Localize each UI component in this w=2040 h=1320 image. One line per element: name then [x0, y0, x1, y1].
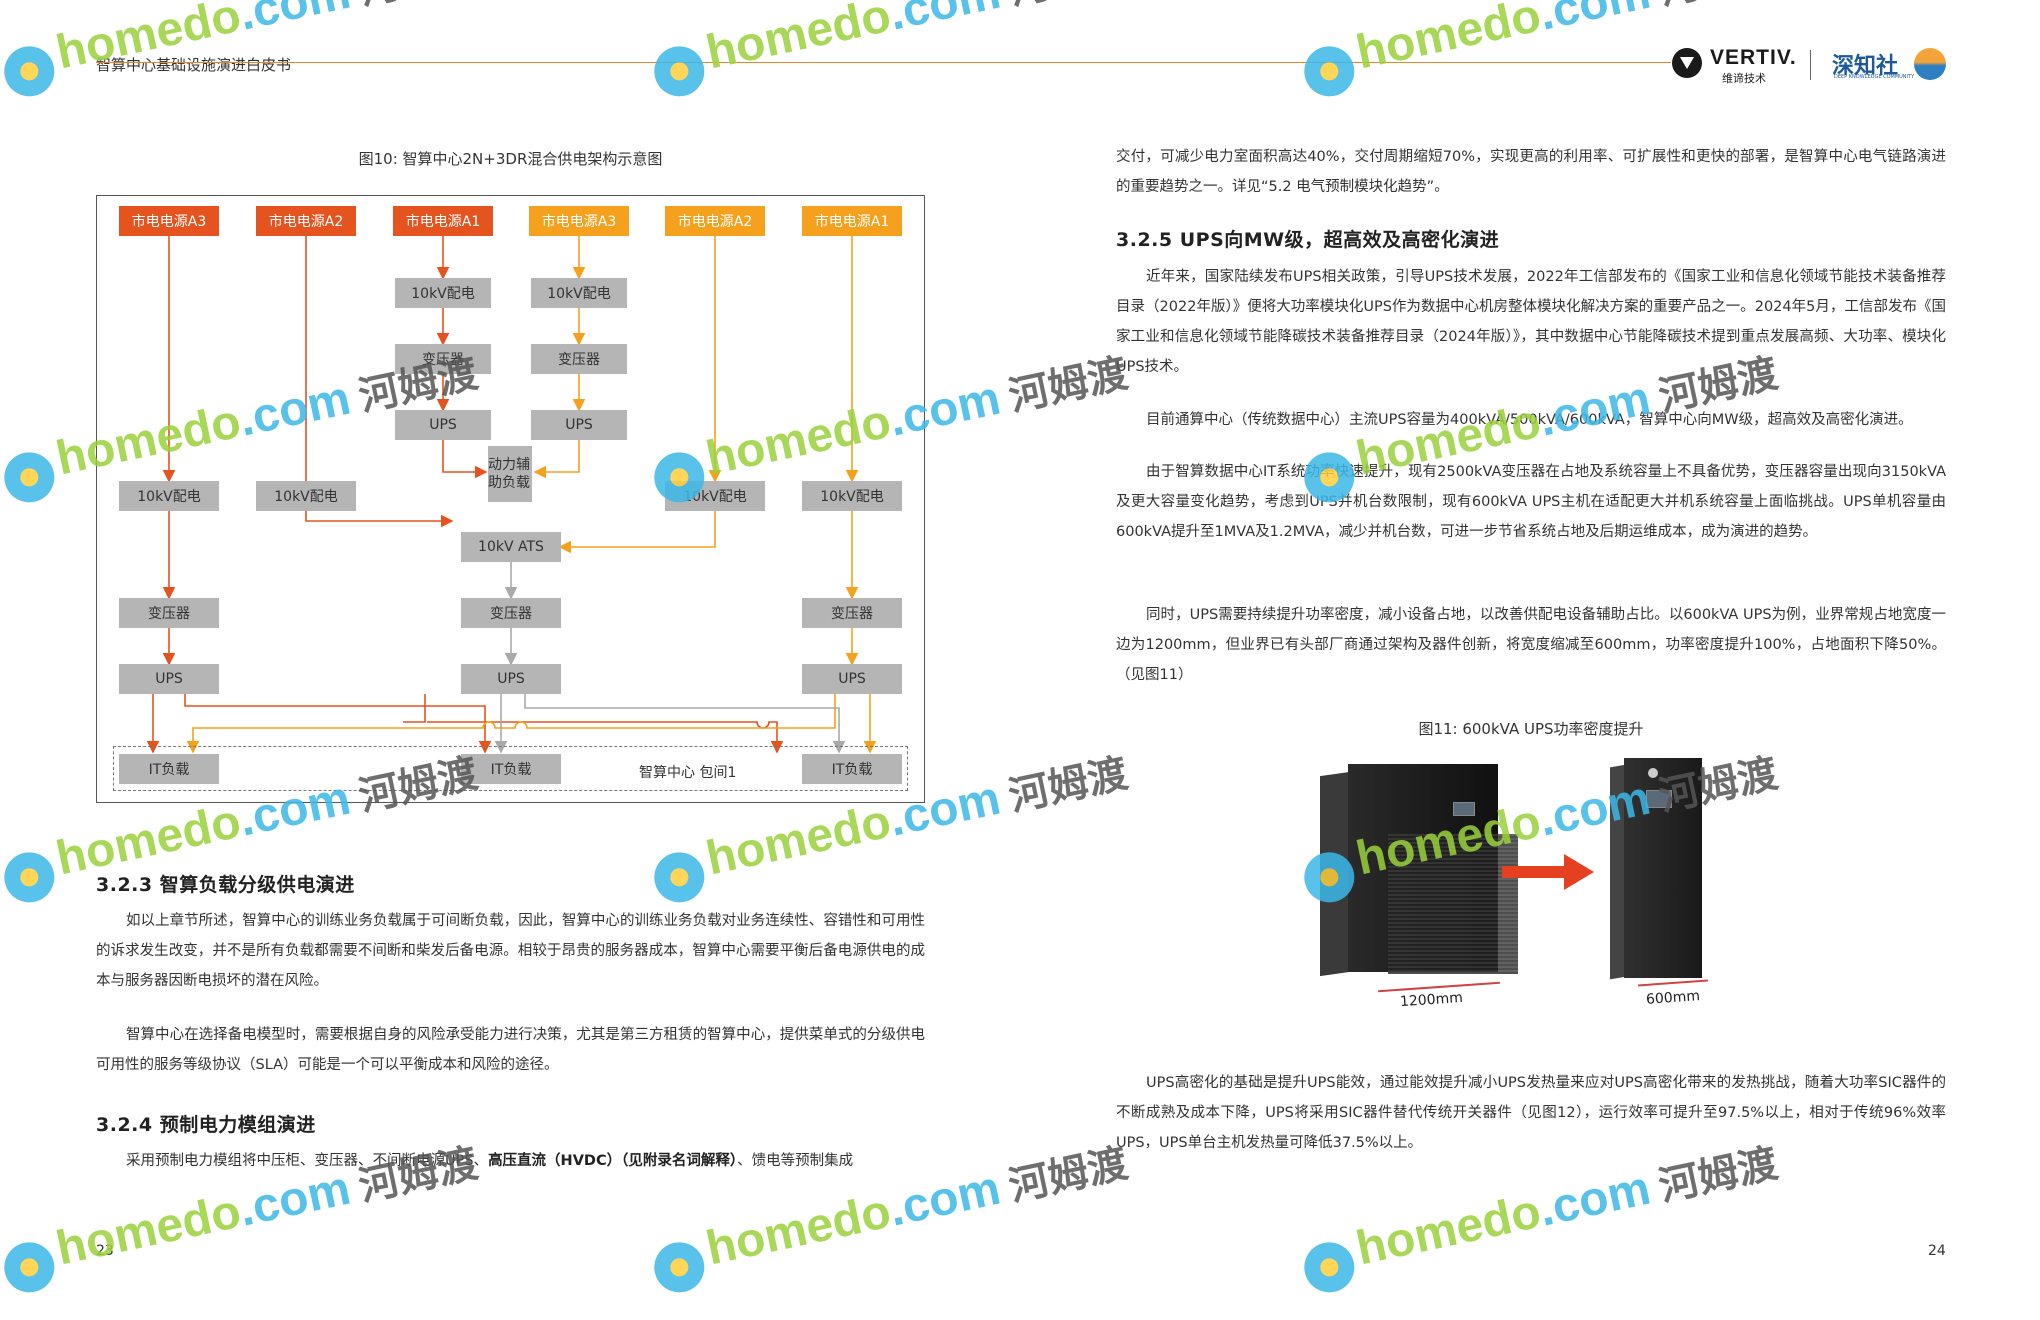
figure11-caption: 图11: 600kVA UPS功率密度提升: [1418, 720, 1644, 738]
dimension-line-compact: [1638, 979, 1708, 987]
watermark-flower-icon: [649, 41, 709, 101]
shenzhi-logo-icon: [1914, 48, 1946, 80]
logo-divider: [1810, 50, 1811, 80]
node-it-load-center: IT负载: [461, 754, 561, 784]
arrow-right-icon: [1502, 854, 1594, 890]
vertiv-logo-subtitle: 维谛技术: [1722, 72, 1766, 85]
node-src-a2-red: 市电电源A2: [256, 206, 356, 236]
node-10kv-dist-mid-right: 10kV配电: [531, 278, 627, 308]
watermark-flower-icon: [0, 447, 59, 507]
node-10kv-dist-2: 10kV配电: [256, 481, 356, 511]
page-number-left: 23: [96, 1243, 114, 1259]
power-architecture-diagram: 市电电源A3 市电电源A2 市电电源A1 市电电源A3 市电电源A2 市电电源A…: [96, 195, 925, 803]
header-title: 智算中心基础设施演进白皮书: [96, 56, 292, 74]
watermark-flower-icon: [649, 1237, 709, 1297]
shenzhi-logo-text: 深知社: [1832, 53, 1899, 79]
node-ups-right: UPS: [802, 664, 902, 694]
section-3-2-5-title: 3.2.5 UPS向MW级，超高效及高密化演进: [1116, 229, 1500, 251]
section-3-2-5-paragraph-4: 同时，UPS需要持续提升功率密度，减小设备占地，以改善供配电设备辅助占比。以60…: [1116, 607, 1946, 683]
header-logos: VERTIV. 维谛技术 深知社 DEEP KNOWLEDGE COMMUNIT…: [1672, 46, 1952, 85]
node-transformer-center: 变压器: [461, 598, 561, 628]
watermark-flower-icon: [1299, 41, 1359, 101]
watermark-flower-icon: [0, 41, 59, 101]
watermark-flower-icon: [1299, 1237, 1359, 1297]
section-3-2-4-text-c: 、馈电等预制集成: [737, 1153, 854, 1169]
shenzhi-logo-subtitle: DEEP KNOWLEDGE COMMUNITY: [1834, 74, 1915, 80]
watermark-flower-icon: [0, 847, 59, 907]
node-ups-mid-left: UPS: [395, 410, 491, 440]
compute-room-zone: [113, 746, 908, 791]
node-10kv-ats: 10kV ATS: [461, 532, 561, 562]
section-3-2-5-paragraph-5: UPS高密化的基础是提升UPS能效，通过能效提升减小UPS发热量来应对UPS高密…: [1116, 1075, 1946, 1151]
section-3-2-3-paragraph-2: 智算中心在选择备电模型时，需要根据自身的风险承受能力进行决策，尤其是第三方租赁的…: [96, 1027, 925, 1073]
section-3-2-4-paragraph-1: 采用预制电力模组将中压柜、变压器、不间断电源UPS、高压直流（HVDC）（见附录…: [96, 1146, 925, 1176]
watermark: homedo.com河姆渡: [0, 0, 484, 101]
continued-paragraph: 交付，可减少电力室面积高达40%，交付周期缩短70%，实现更高的利用率、可扩展性…: [1116, 149, 1946, 195]
node-src-a3-orange: 市电电源A3: [529, 206, 629, 236]
node-aux-load: 动力辅助负载: [488, 446, 532, 502]
ups-cabinet-compact-display: [1646, 790, 1672, 808]
section-3-2-3-title: 3.2.3 智算负载分级供电演进: [96, 874, 355, 896]
node-ups-center: UPS: [461, 664, 561, 694]
node-src-a1-orange: 市电电源A1: [802, 206, 902, 236]
diagram-connectors: [146, 236, 877, 754]
node-transformer-mid-right: 变压器: [531, 344, 627, 374]
section-3-2-3-paragraph-1: 如以上章节所述，智算中心的训练业务负载属于可间断负载，因此，智算中心的训练业务负…: [96, 913, 925, 989]
ups-cabinet-compact-logo-icon: [1648, 768, 1658, 778]
node-it-load-right: IT负载: [802, 754, 902, 784]
node-10kv-dist-mid-left: 10kV配电: [395, 278, 491, 308]
section-3-2-4-title: 3.2.4 预制电力模组演进: [96, 1114, 316, 1136]
node-10kv-dist-3: 10kV配电: [665, 481, 765, 511]
node-10kv-dist-4: 10kV配电: [802, 481, 902, 511]
section-3-2-5-paragraph-3: 由于智算数据中心IT系统功率快速提升，现有2500kVA变压器在占地及系统容量上…: [1116, 464, 1946, 540]
section-3-2-5-paragraph-2: 目前通算中心（传统数据中心）主流UPS容量为400kVA/500kVA/600k…: [1146, 412, 1913, 428]
ups-cabinet-large-display: [1453, 802, 1475, 816]
section-3-2-4-text-bold: 高压直流（HVDC）（见附录名词解释）: [488, 1153, 738, 1169]
ups-cabinet-large-side: [1320, 771, 1350, 977]
node-src-a2-orange: 市电电源A2: [665, 206, 765, 236]
watermark-flower-icon: [0, 1237, 59, 1297]
node-it-load-left: IT负载: [119, 754, 219, 784]
node-transformer-right: 变压器: [802, 598, 902, 628]
node-transformer-left: 变压器: [119, 598, 219, 628]
node-ups-left: UPS: [119, 664, 219, 694]
ups-cabinet-large: [1348, 764, 1518, 974]
page-number-right: 24: [1928, 1243, 1946, 1259]
dimension-label-compact: 600mm: [1645, 988, 1701, 1008]
ups-cabinet-large-grill: [1388, 834, 1518, 974]
compute-room-label: 智算中心 包间1: [639, 765, 737, 781]
node-10kv-dist-1: 10kV配电: [119, 481, 219, 511]
node-ups-mid-right: UPS: [531, 410, 627, 440]
section-3-2-5-paragraph-1: 近年来，国家陆续发布UPS相关政策，引导UPS技术发展，2022年工信部发布的《…: [1116, 269, 1946, 375]
vertiv-logo-text: VERTIV.: [1710, 46, 1797, 69]
ups-comparison-figure: 1200mm 600mm: [1320, 750, 1800, 1010]
dimension-label-large: 1200mm: [1399, 989, 1464, 1011]
figure10-caption: 图10: 智算中心2N+3DR混合供电架构示意图: [358, 150, 663, 168]
header-divider: [96, 62, 1671, 63]
watermark: homedo.com河姆渡: [646, 0, 1134, 101]
node-src-a3-red: 市电电源A3: [119, 206, 219, 236]
section-3-2-4-text-a: 采用预制电力模组将中压柜、变压器、不间断电源UPS、: [126, 1153, 489, 1169]
node-src-a1-red: 市电电源A1: [393, 206, 493, 236]
vertiv-logo-icon: [1672, 48, 1702, 78]
node-transformer-mid-left: 变压器: [395, 344, 491, 374]
watermark-flower-icon: [649, 847, 709, 907]
